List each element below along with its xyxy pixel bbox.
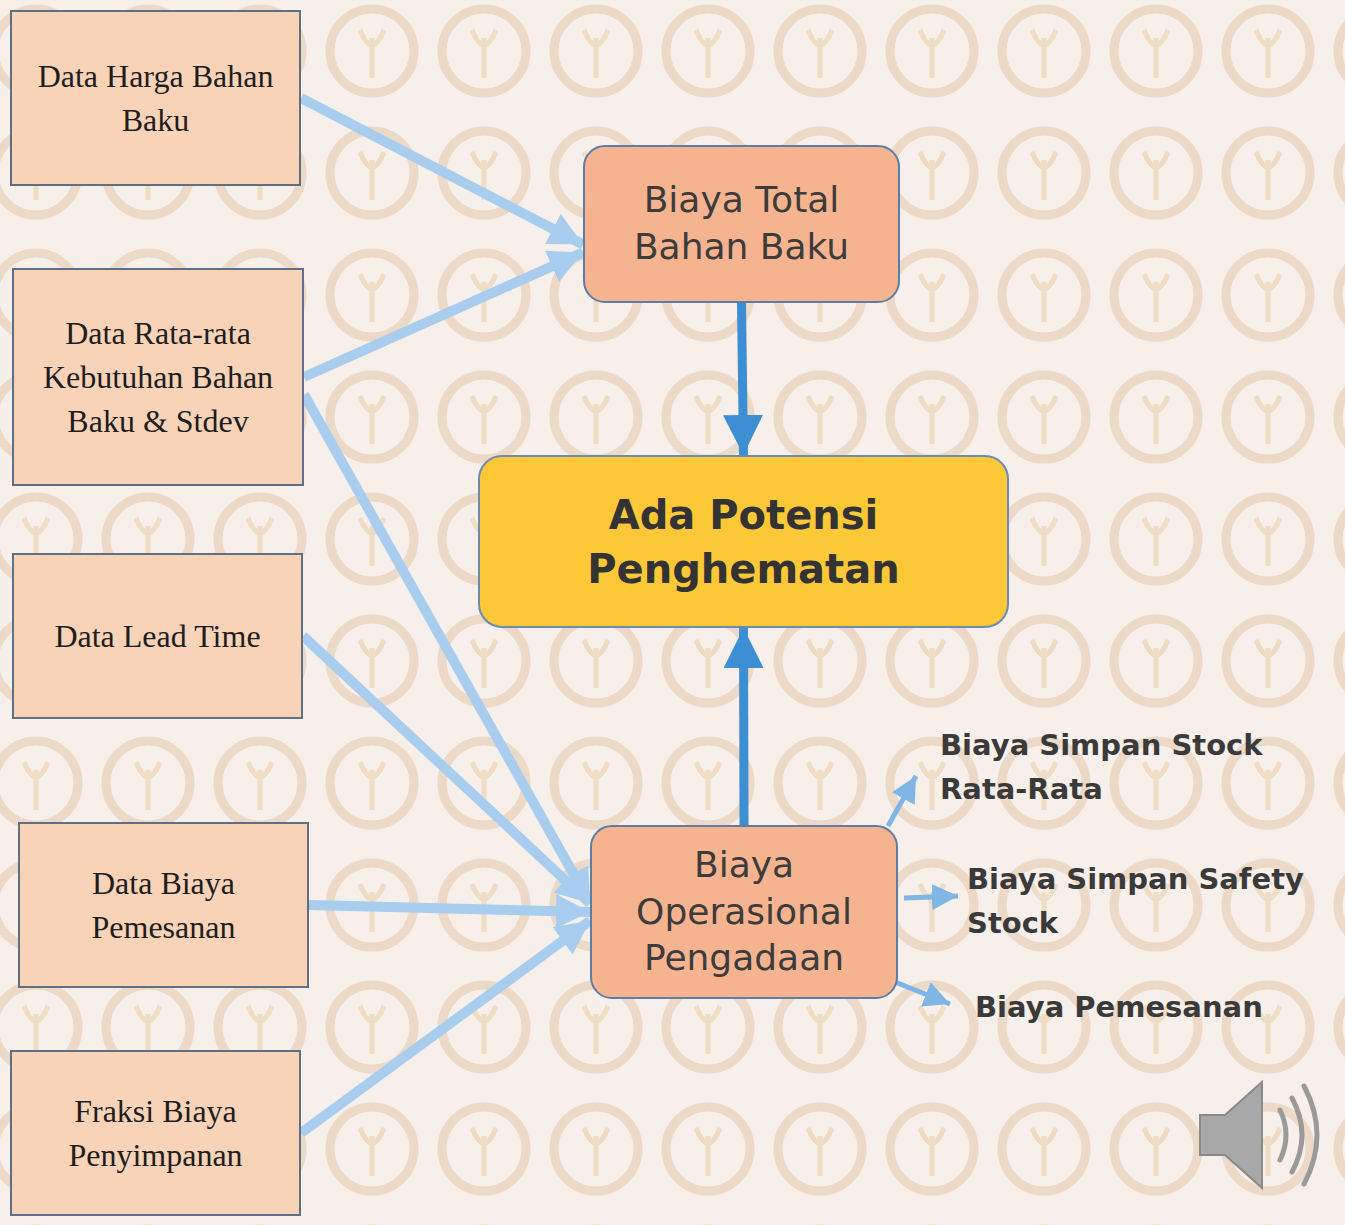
box-label: Data Harga Bahan Baku <box>24 54 287 142</box>
leader-arrow <box>895 982 950 1004</box>
cost-component-label: Biaya Simpan Stock Rata-Rata <box>940 724 1335 811</box>
box-label: Data Rata-rata Kebutuhan Bahan Baku & St… <box>26 311 290 443</box>
flow-arrow <box>301 98 583 245</box>
flow-arrow <box>301 921 590 1133</box>
box-label: Biaya Total Bahan Baku <box>599 177 884 271</box>
cost-box: Biaya Operasional Pengadaan <box>590 825 898 999</box>
box-text-group: Ada Potensi Penghematan <box>498 488 989 596</box>
box-label: Data Biaya Pemesanan <box>32 861 295 949</box>
box-label: Data Lead Time <box>54 614 260 658</box>
data-box: Data Harga Bahan Baku <box>10 10 301 186</box>
leader-arrow <box>888 776 916 826</box>
flow-arrow <box>739 628 749 825</box>
result-box: Ada Potensi Penghematan <box>478 455 1009 628</box>
data-box: Data Lead Time <box>12 553 303 719</box>
flow-arrow <box>309 905 590 912</box>
box-text-group: Data Lead Time <box>54 614 260 658</box>
data-box: Fraksi Biaya Penyimpanan <box>10 1050 301 1216</box>
box-text-group: Data Rata-rata Kebutuhan Bahan Baku & St… <box>26 311 290 443</box>
flow-arrow <box>742 303 744 455</box>
box-text-group: Fraksi Biaya Penyimpanan <box>24 1089 287 1177</box>
flow-arrow <box>303 636 590 903</box>
cost-box: Biaya Total Bahan Baku <box>583 145 900 303</box>
flow-arrow <box>304 252 583 377</box>
cost-component-label: Biaya Pemesanan <box>975 986 1335 1030</box>
box-text-group: Biaya Total Bahan Baku <box>599 177 884 271</box>
leader-arrow <box>904 896 958 898</box>
box-text-group: Data Harga Bahan Baku <box>24 54 287 142</box>
data-box: Data Biaya Pemesanan <box>18 822 309 988</box>
box-label: Biaya Operasional Pengadaan <box>606 842 882 982</box>
box-label: Ada Potensi Penghematan <box>498 488 989 596</box>
box-text-group: Data Biaya Pemesanan <box>32 861 295 949</box>
cost-component-label: Biaya Simpan Safety Stock <box>967 858 1339 945</box>
speaker-icon <box>1200 1082 1317 1188</box>
data-box: Data Rata-rata Kebutuhan Bahan Baku & St… <box>12 268 304 486</box>
box-label: Fraksi Biaya Penyimpanan <box>24 1089 287 1177</box>
box-text-group: Biaya Operasional Pengadaan <box>606 842 882 982</box>
